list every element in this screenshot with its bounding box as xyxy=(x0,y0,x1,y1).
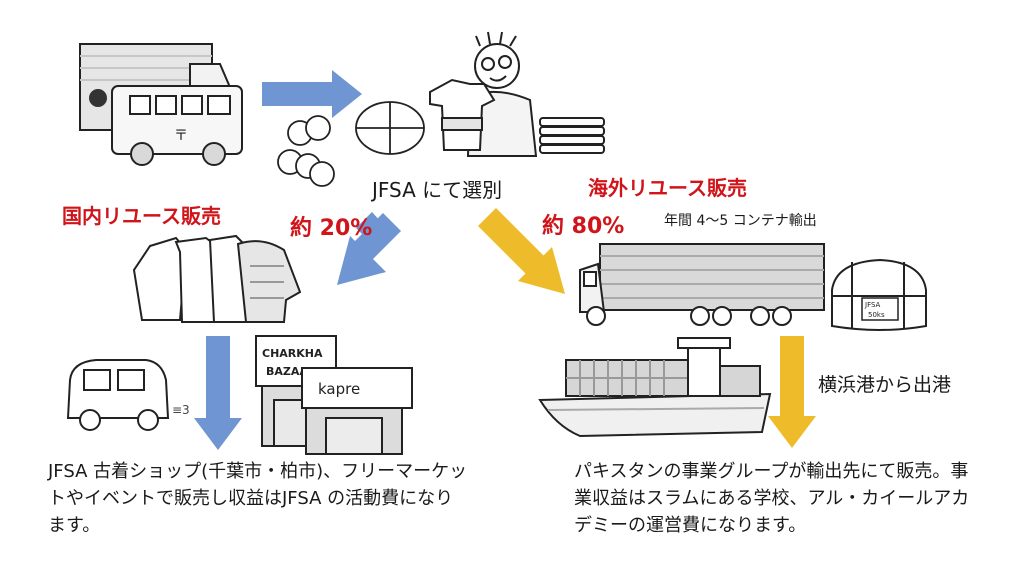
svg-text:JFSA: JFSA xyxy=(864,301,881,309)
arrow-to-sorting xyxy=(262,70,362,118)
arrow-to-ship xyxy=(768,336,816,448)
port-note: 横浜港から出港 xyxy=(818,374,952,396)
svg-text:50ks: 50ks xyxy=(868,311,885,319)
sorting-label: JFSA にて選別 xyxy=(372,178,503,202)
domestic-percent: 約 20% xyxy=(290,216,373,241)
delivery-truck-icon: 〒 xyxy=(79,43,243,166)
svg-text:CHARKHA: CHARKHA xyxy=(262,347,323,360)
domestic-title: 国内リユース販売 xyxy=(62,204,221,228)
shops-icon: CHARKHA BAZAAR kapre xyxy=(255,335,413,455)
cloth-bundles-icon xyxy=(277,101,425,187)
containers-note: 年間 4〜5 コンテナ輸出 xyxy=(664,213,817,229)
svg-text:kapre: kapre xyxy=(318,380,360,398)
car-icon: ≡3 xyxy=(66,359,190,431)
worker-sorting-icon xyxy=(429,31,605,157)
arrow-to-overseas xyxy=(478,208,565,294)
svg-text:≡3: ≡3 xyxy=(172,403,190,417)
arrow-to-domestic xyxy=(337,212,401,285)
container-ship-icon xyxy=(538,337,772,438)
bale-icon: JFSA 50ks xyxy=(831,258,927,331)
clothes-icon xyxy=(132,234,302,323)
svg-text:〒: 〒 xyxy=(174,128,188,144)
container-truck-icon xyxy=(579,243,825,326)
overseas-percent: 約 80% xyxy=(542,214,625,239)
overseas-description: パキスタンの事業グループが輸出先にて販売。事業収益はスラムにある学校、アル・カイ… xyxy=(574,461,970,536)
domestic-description: JFSA 古着ショップ(千葉市・柏市)、フリーマーケットやイベントで販売し収益は… xyxy=(48,461,468,536)
arrow-to-customers xyxy=(194,336,242,450)
overseas-title: 海外リユース販売 xyxy=(588,176,747,200)
